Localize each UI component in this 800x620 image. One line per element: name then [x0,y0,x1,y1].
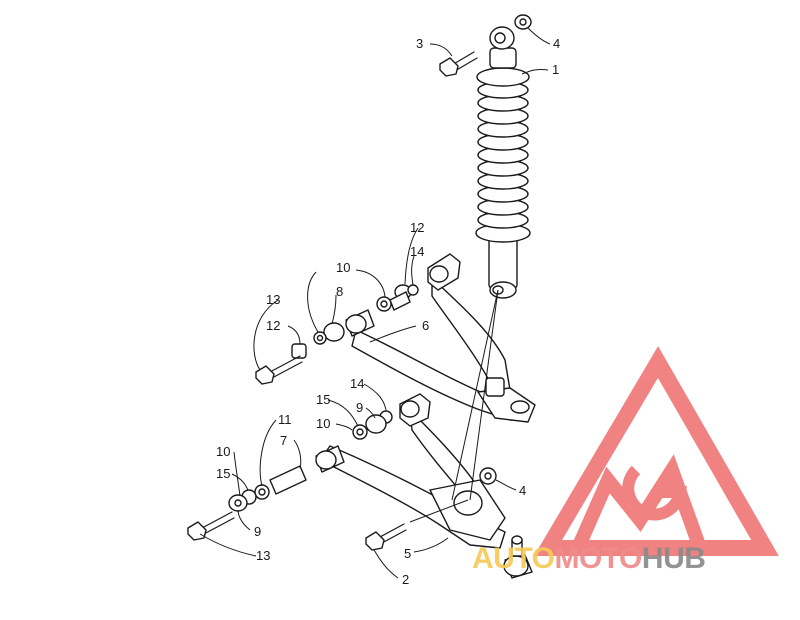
callout-12-upper: 12 [410,220,424,235]
callout-9-lower: 9 [254,524,261,539]
nut-lower [479,467,497,485]
lower-bushing-stack [228,410,393,512]
callout-numbers: 1 2 3 4 4 5 6 7 8 9 9 10 10 10 11 12 12 … [216,36,560,587]
callout-7: 7 [280,433,287,448]
callout-10-lower: 10 [216,444,230,459]
lower-bolt-left [187,511,235,541]
watermark-auto: AUTO [472,542,555,575]
bolt-top [439,51,478,77]
watermark-hub: HUB [642,542,706,575]
callout-9-upper: 9 [356,400,363,415]
callout-14-upper: 14 [410,244,424,259]
upper-bushing-stack [291,284,419,359]
callout-10-upper: 10 [336,260,350,275]
nut-top [514,14,532,30]
callout-13-lower: 13 [256,548,270,563]
assembly-guide-lines [409,289,499,523]
callout-8: 8 [336,284,343,299]
watermark-moto: MOTO [554,542,642,575]
callout-10-mid: 10 [316,416,330,431]
callout-2: 2 [402,572,409,587]
callout-3: 3 [416,36,423,51]
upper-bolt [255,355,303,385]
lower-bolt-right [365,523,407,551]
leader-lines [199,27,551,579]
callout-12-lower: 12 [266,318,280,333]
callout-11: 11 [278,412,292,427]
callout-5: 5 [404,546,411,561]
callout-15-lower: 15 [216,466,230,481]
callout-14-lower: 14 [350,376,364,391]
callout-6: 6 [422,318,429,333]
callout-15-upper: 15 [316,392,330,407]
shock-absorber [475,26,531,299]
shock-spring [475,67,531,243]
callout-13-upper: 13 [266,292,280,307]
svg-text:AUTOMOTOHUB: AUTOMOTOHUB [472,542,705,575]
watermark-text: AUTOMOTOHUB [472,542,706,575]
callout-4-top: 4 [553,36,560,51]
watermark-logo [533,346,779,556]
lower-a-arm [315,393,506,549]
callout-4-lower: 4 [519,483,526,498]
ball-joint [503,535,533,579]
callout-1: 1 [552,62,559,77]
